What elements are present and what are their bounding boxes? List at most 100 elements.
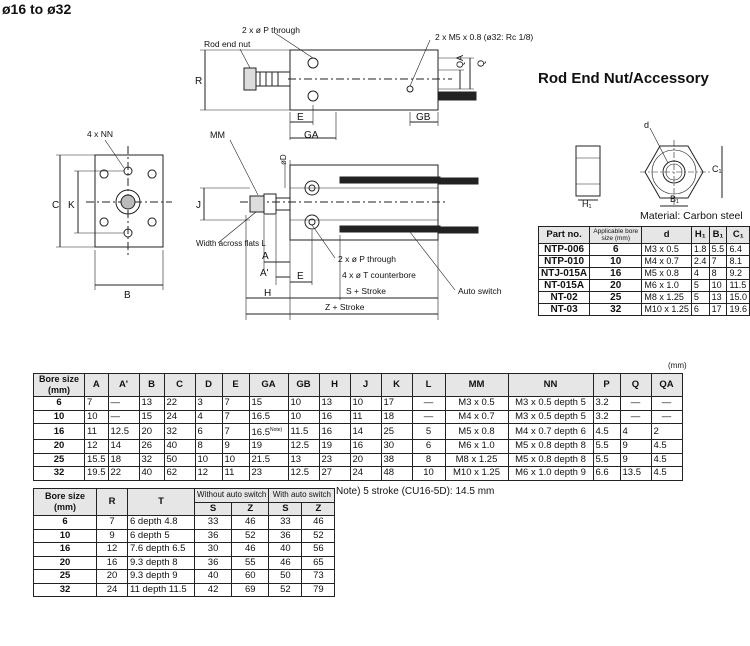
cell: 7	[221, 396, 250, 411]
cell: 18	[107, 452, 140, 468]
label-auto-switch: Auto switch	[458, 286, 502, 296]
cell: 1.8	[690, 243, 710, 256]
cell: 22	[163, 396, 196, 411]
sub-col-T: T	[127, 488, 195, 516]
cell: NTP-006	[537, 243, 591, 256]
cell: M5 x 0.8	[641, 267, 692, 280]
cell: 8.1	[726, 255, 750, 268]
cell: 40	[163, 439, 196, 454]
cell: NT-015A	[537, 279, 591, 292]
cell: 36	[193, 528, 233, 543]
cell: 46	[231, 515, 270, 530]
material-note: Material: Carbon steel	[640, 210, 743, 222]
cell: 6	[33, 396, 85, 411]
cell: 24	[96, 582, 128, 597]
cell: —	[107, 409, 140, 424]
cell: —	[411, 396, 446, 411]
sub-col-with-switch: With auto switch	[268, 488, 336, 503]
label-GB: GB	[416, 112, 431, 123]
cell: 7	[96, 515, 128, 530]
col-GA: GA	[248, 373, 289, 397]
auto-switch-upper	[339, 176, 441, 184]
col-C: C	[163, 373, 196, 397]
label-z-stroke: Z + Stroke	[325, 302, 365, 312]
cell: 5.5	[592, 439, 621, 454]
cell: 23	[318, 452, 351, 468]
cell: 65	[301, 555, 336, 570]
acc-col-c1: C₁	[726, 226, 750, 244]
cell: 9	[619, 452, 652, 468]
cell: 9.3 depth 9	[127, 569, 195, 584]
sub-header-row-2: S Z S Z	[34, 501, 336, 516]
cell: 20	[349, 452, 382, 468]
label-C: C	[52, 200, 59, 211]
col-B: B	[138, 373, 165, 397]
acc-col-part: Part no.	[537, 226, 591, 244]
cell: 19	[318, 439, 351, 454]
cell: 40	[193, 569, 233, 584]
cell: —	[619, 409, 652, 424]
cell: 10	[708, 279, 728, 292]
label-nut-H1: H₁	[582, 199, 592, 209]
technical-drawing: 2 x ø P through Rod end nut 2 x M5 x 0.8…	[52, 25, 723, 320]
cell: 5.5	[592, 452, 621, 468]
sub-col-Z2: Z	[301, 501, 336, 516]
cell: 50	[163, 452, 196, 468]
cell: 24	[349, 466, 382, 481]
acc-col-b1: B₁	[708, 226, 728, 244]
col-bore: Bore size (mm)	[33, 373, 85, 397]
label-A: A	[262, 251, 269, 262]
cell: 36	[268, 528, 303, 543]
main-dimension-table: Bore size (mm) A A' B C D E GA GB H J K …	[33, 373, 683, 481]
cell: 10	[33, 409, 85, 424]
cell: 20	[138, 422, 165, 441]
col-L: L	[411, 373, 446, 397]
cell: M5 x 0.8	[444, 422, 509, 441]
label-p-through-bottom: 2 x ø P through	[338, 254, 396, 264]
cell: 9.2	[726, 267, 750, 280]
cell: 6	[194, 422, 223, 441]
cell: 11	[221, 466, 250, 481]
cell: 16	[589, 267, 643, 280]
cell: 16.5	[248, 409, 289, 424]
cell: 13	[138, 396, 165, 411]
cell: 12	[84, 439, 109, 454]
sub-col-S1: S	[193, 501, 233, 516]
label-nut-B1: B₁	[670, 194, 679, 204]
nut-side	[575, 145, 601, 197]
cell: M4 x 0.7	[641, 255, 692, 268]
cell: 10	[349, 396, 382, 411]
cell: M5 x 0.8 depth 8	[507, 452, 594, 468]
cell: —	[619, 396, 652, 411]
main-header-row: Bore size (mm) A A' B C D E GA GB H J K …	[33, 373, 683, 397]
cell: 4	[619, 422, 652, 441]
cell: 6	[411, 439, 446, 454]
cell: 8	[194, 439, 223, 454]
cell: 17	[380, 396, 413, 411]
col-Q: Q	[619, 373, 652, 397]
cell: 3.2	[592, 409, 621, 424]
col-J: J	[349, 373, 382, 397]
cell: 32	[33, 582, 97, 597]
cell: 21.5	[248, 452, 289, 468]
cell: 26	[138, 439, 165, 454]
cell: 19	[248, 439, 289, 454]
label-E-side: E	[297, 271, 304, 282]
cell: 33	[268, 515, 303, 530]
cell: 15.0	[726, 291, 750, 304]
cell: 46	[268, 555, 303, 570]
cell: M3 x 0.5 depth 5	[507, 396, 594, 411]
cell: 11 depth 11.5	[127, 582, 195, 597]
cell: 8	[708, 267, 728, 280]
label-nn: 4 x NN	[87, 129, 113, 139]
cell: 12	[194, 466, 223, 481]
cell: 10	[287, 396, 320, 411]
cell: 3.2	[592, 396, 621, 411]
cell: 40	[138, 466, 165, 481]
cell: 69	[231, 582, 270, 597]
